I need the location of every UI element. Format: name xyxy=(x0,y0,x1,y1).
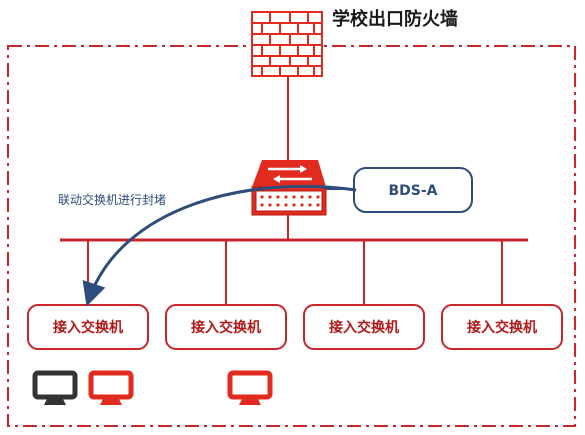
access-switch-label: 接入交换机 xyxy=(53,319,123,336)
monitor-icon xyxy=(32,370,78,405)
monitor-icon xyxy=(227,370,273,405)
access-switch-node: 接入交换机 xyxy=(303,304,425,350)
bds-a-label: BDS-A xyxy=(388,183,437,199)
layer3-switch-icon xyxy=(251,160,327,216)
access-switch-node: 接入交换机 xyxy=(441,304,563,350)
monitor-icon xyxy=(88,370,134,405)
access-switch-label: 接入交换机 xyxy=(467,319,537,336)
firewall-label: 学校出口防火墙 xyxy=(332,8,458,30)
campus-network-boundary xyxy=(7,45,576,427)
access-switch-node: 接入交换机 xyxy=(27,304,149,350)
block-action-label: 联动交换机进行封堵 xyxy=(58,192,166,207)
block-action-arrow xyxy=(82,184,357,307)
firewall-icon xyxy=(251,11,323,77)
access-switch-label: 接入交换机 xyxy=(329,319,399,336)
access-switch-label: 接入交换机 xyxy=(191,319,261,336)
access-switch-node: 接入交换机 xyxy=(165,304,287,350)
